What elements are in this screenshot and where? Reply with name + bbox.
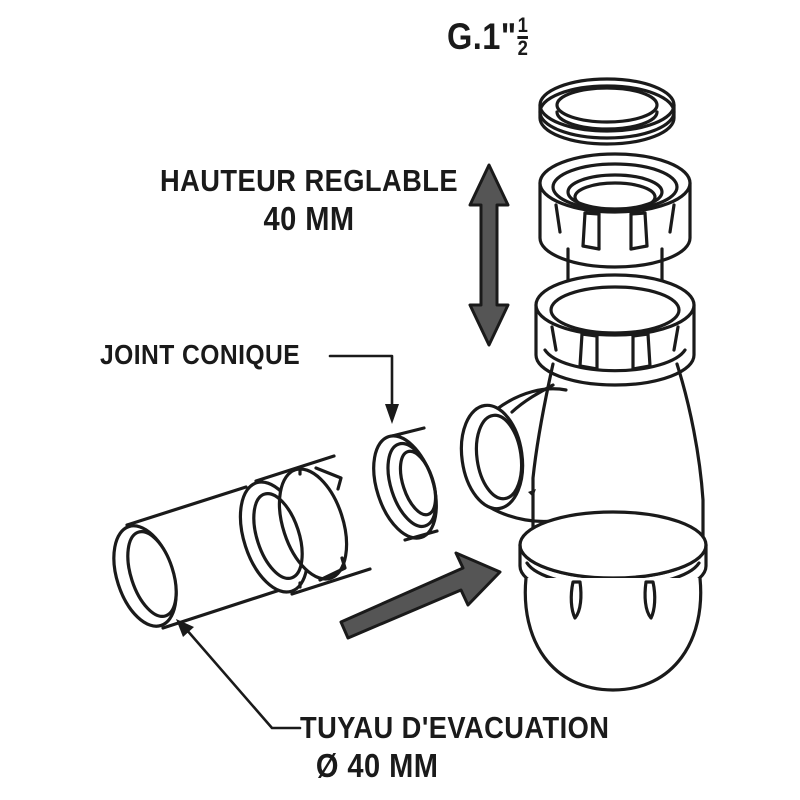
label-conical-gasket-text: JOINT CONIQUE xyxy=(100,339,301,370)
side-outlet-socket-part xyxy=(459,387,568,524)
pipe-hex-nut-part xyxy=(238,454,372,596)
sump-bowl-part xyxy=(523,576,703,692)
diameter-symbol: Ø xyxy=(315,747,339,784)
label-height-adjustable-line1: HAUTEUR REGLABLE xyxy=(160,163,459,198)
label-waste-pipe: TUYAU D'EVACUATION Ø 40 MM xyxy=(300,712,609,782)
joint-conique-leader xyxy=(328,354,399,424)
label-top-thread-numerator: 1 xyxy=(517,14,529,38)
height-double-arrow xyxy=(468,163,510,347)
label-height-adjustable: HAUTEUR REGLABLE 40 MM xyxy=(160,165,458,235)
label-conical-gasket: JOINT CONIQUE xyxy=(100,341,300,369)
upper-hex-nut-part xyxy=(538,152,692,269)
label-waste-pipe-line1: TUYAU D'EVACUATION xyxy=(300,710,610,745)
tuyau-evacuation-leader xyxy=(176,619,302,730)
label-waste-pipe-line2: 40 MM xyxy=(347,747,439,784)
conical-gasket-part xyxy=(372,426,439,542)
lower-hex-nut-part xyxy=(534,273,696,387)
trap-body-part xyxy=(510,362,705,550)
label-height-adjustable-line2: 40 MM xyxy=(263,200,355,237)
label-top-thread-denominator: 2 xyxy=(517,35,529,60)
waste-pipe-part xyxy=(112,485,285,630)
assembly-direction-arrow xyxy=(339,551,502,640)
label-top-thread-prefix: G.1" xyxy=(447,16,517,57)
flat-sealing-washer-part xyxy=(538,77,676,146)
